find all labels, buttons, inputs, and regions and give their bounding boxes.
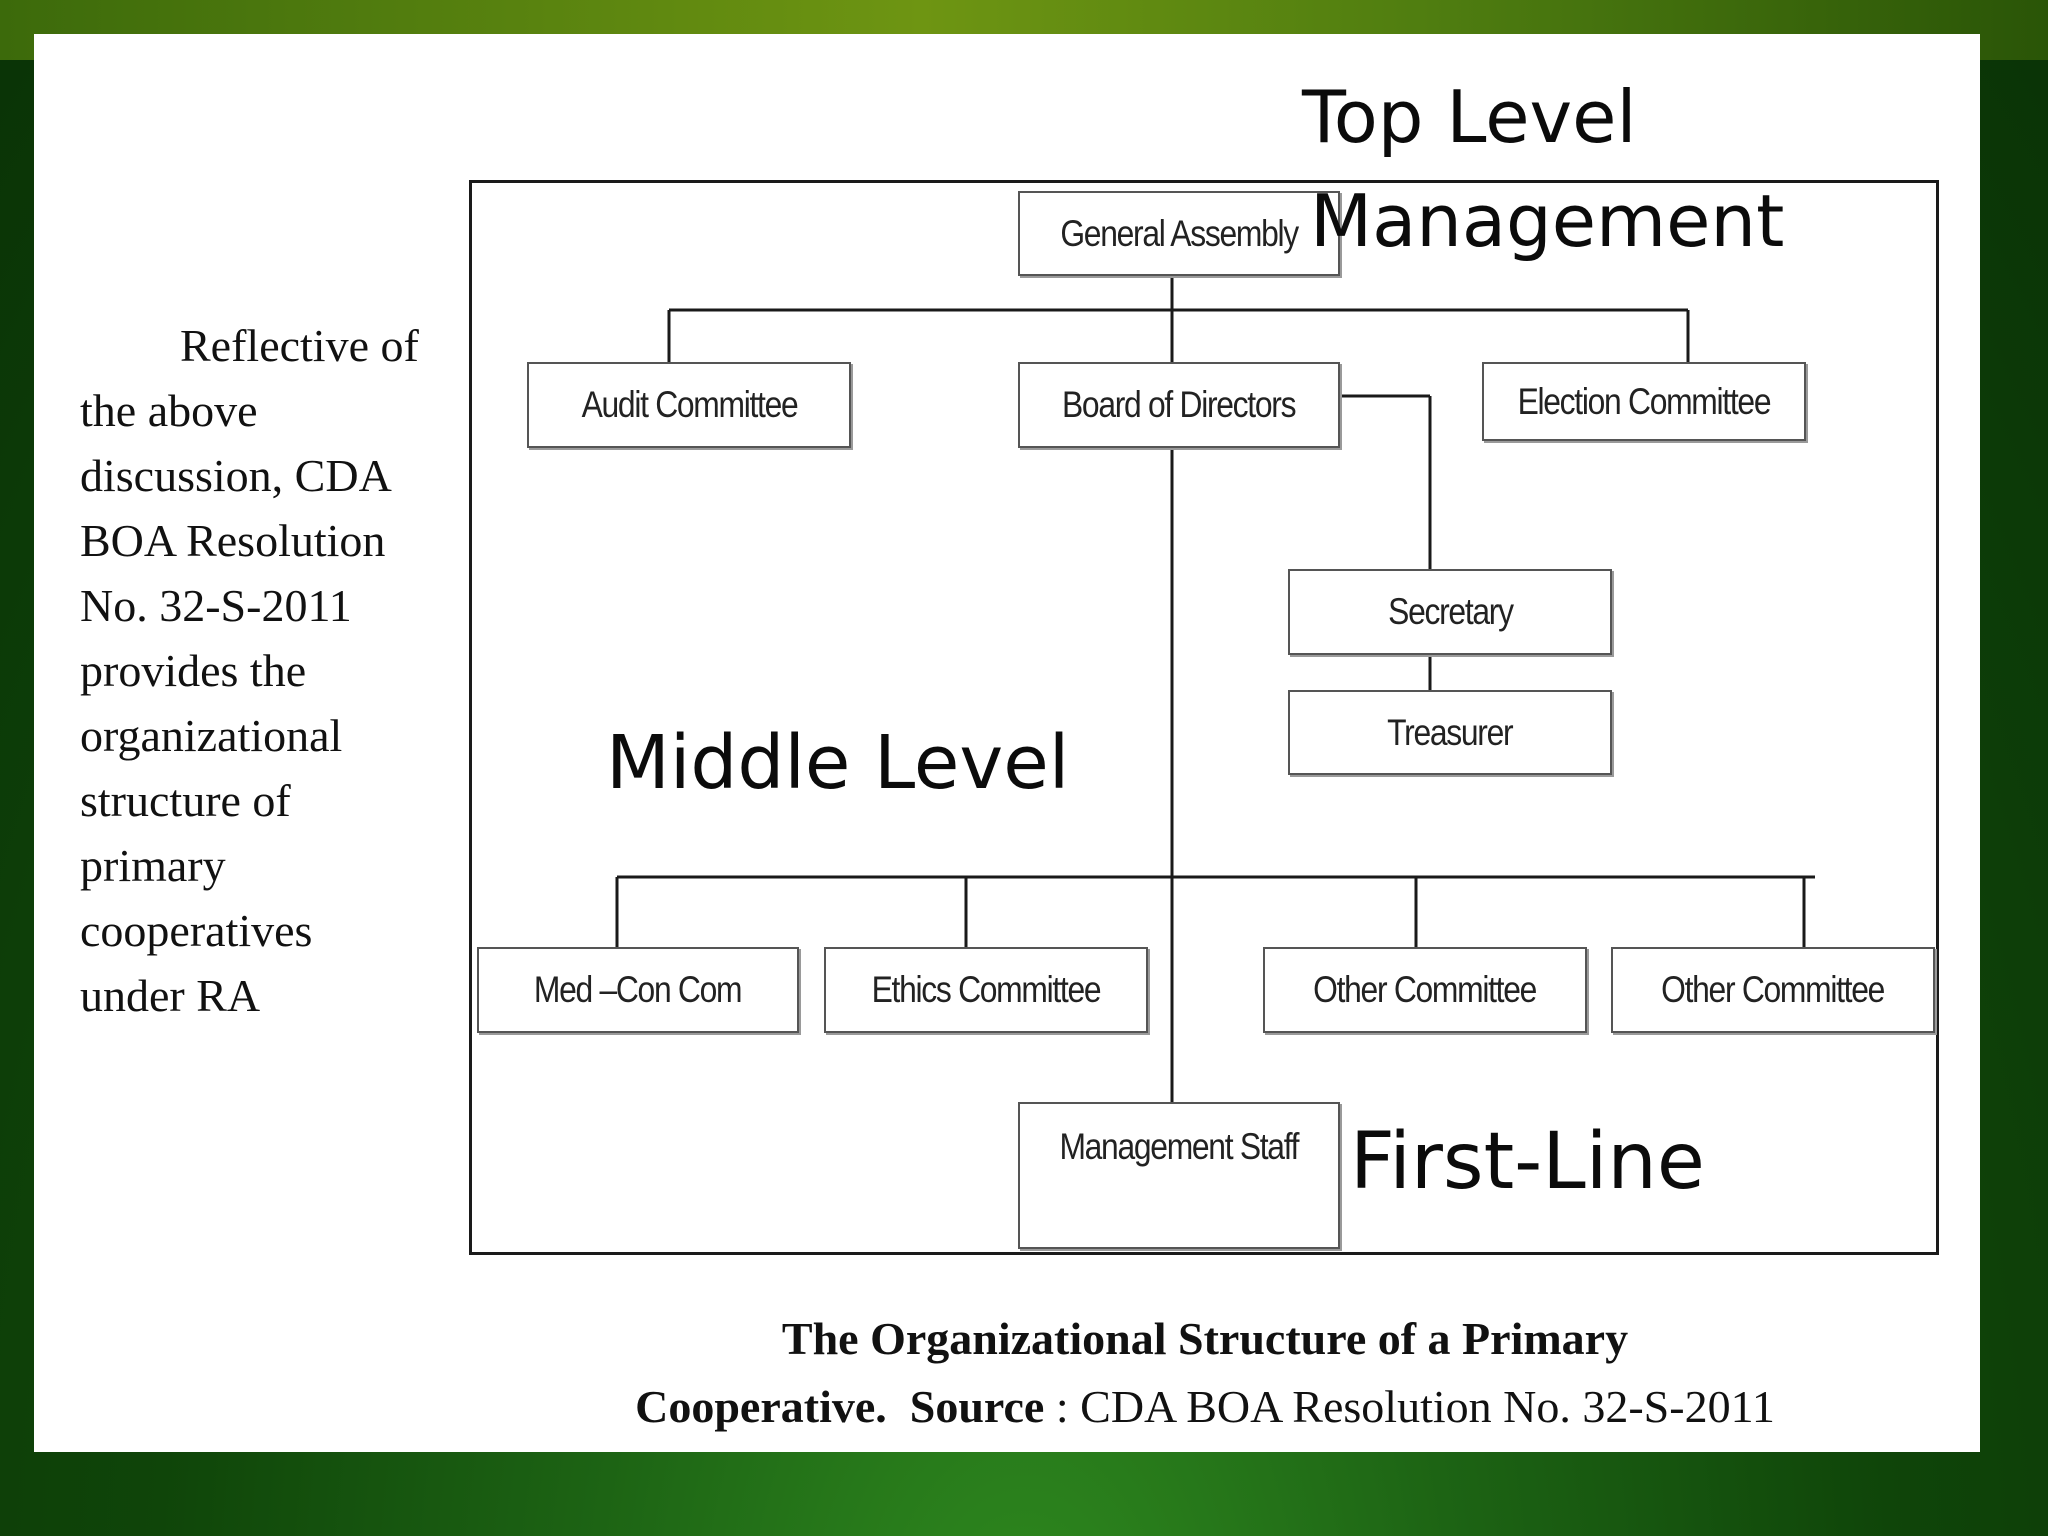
- ethics-committee-label: Ethics Committee: [871, 969, 1102, 1010]
- board-of-directors-box: Board of Directors: [1018, 362, 1340, 448]
- secretary-box: Secretary: [1288, 569, 1612, 655]
- side-text-line: No. 32-S-2011: [80, 580, 352, 631]
- top-level-label-line1: Top Level: [1302, 75, 1637, 159]
- side-text-line: BOA Resolution: [80, 515, 386, 566]
- audit-committee-label: Audit Committee: [581, 384, 798, 425]
- management-staff-box: Management Staff: [1018, 1102, 1340, 1249]
- side-description: Reflective of the above discussion, CDA …: [80, 313, 480, 1028]
- other-committee-label-2: Other Committee: [1661, 969, 1886, 1010]
- audit-committee-box: Audit Committee: [527, 362, 851, 448]
- top-level-label-line2: Management: [1310, 179, 1785, 263]
- management-staff-label: Management Staff: [1059, 1126, 1300, 1167]
- first-line-label: First-Line: [1350, 1117, 1705, 1207]
- figure-caption: The Organizational Structure of a Primar…: [470, 1305, 1940, 1441]
- org-chart-frame: [469, 180, 1939, 1255]
- side-text-line: structure of: [80, 775, 291, 826]
- side-text-line: the above: [80, 385, 258, 436]
- caption-line-1: The Organizational Structure of a Primar…: [470, 1305, 1940, 1373]
- caption-title: The Organizational Structure of a Primar…: [781, 1313, 1629, 1364]
- election-committee-box: Election Committee: [1482, 362, 1806, 441]
- caption-source-label: Source: [909, 1381, 1045, 1432]
- caption-cooperative: Cooperative.: [635, 1381, 887, 1432]
- general-assembly-box: General Assembly: [1018, 191, 1340, 276]
- side-text-line: primary: [80, 840, 226, 891]
- side-text-line: discussion, CDA: [80, 450, 392, 501]
- side-text-line: cooperatives: [80, 905, 313, 956]
- middle-level-label: Middle Level: [606, 720, 1070, 806]
- caption-line-2: Cooperative. Source : CDA BOA Resolution…: [470, 1373, 1940, 1441]
- side-text-line: under RA: [80, 970, 261, 1021]
- treasurer-label: Treasurer: [1387, 711, 1513, 753]
- other-committee-box-1: Other Committee: [1263, 947, 1587, 1033]
- side-text-line: Reflective of: [180, 320, 419, 371]
- general-assembly-label: General Assembly: [1060, 212, 1299, 254]
- med-con-com-label: Med –Con Com: [534, 969, 743, 1010]
- treasurer-box: Treasurer: [1288, 690, 1612, 775]
- other-committee-label-1: Other Committee: [1313, 969, 1538, 1010]
- slide-canvas: [34, 34, 1980, 1452]
- other-committee-box-2: Other Committee: [1611, 947, 1935, 1033]
- caption-source-text: : CDA BOA Resolution No. 32-S-2011: [1044, 1381, 1775, 1432]
- secretary-label: Secretary: [1387, 591, 1514, 632]
- med-con-com-box: Med –Con Com: [477, 947, 799, 1033]
- side-text-line: organizational: [80, 710, 343, 761]
- side-text-line: provides the: [80, 645, 307, 696]
- election-committee-label: Election Committee: [1517, 380, 1772, 422]
- ethics-committee-box: Ethics Committee: [824, 947, 1148, 1033]
- board-of-directors-label: Board of Directors: [1062, 384, 1296, 425]
